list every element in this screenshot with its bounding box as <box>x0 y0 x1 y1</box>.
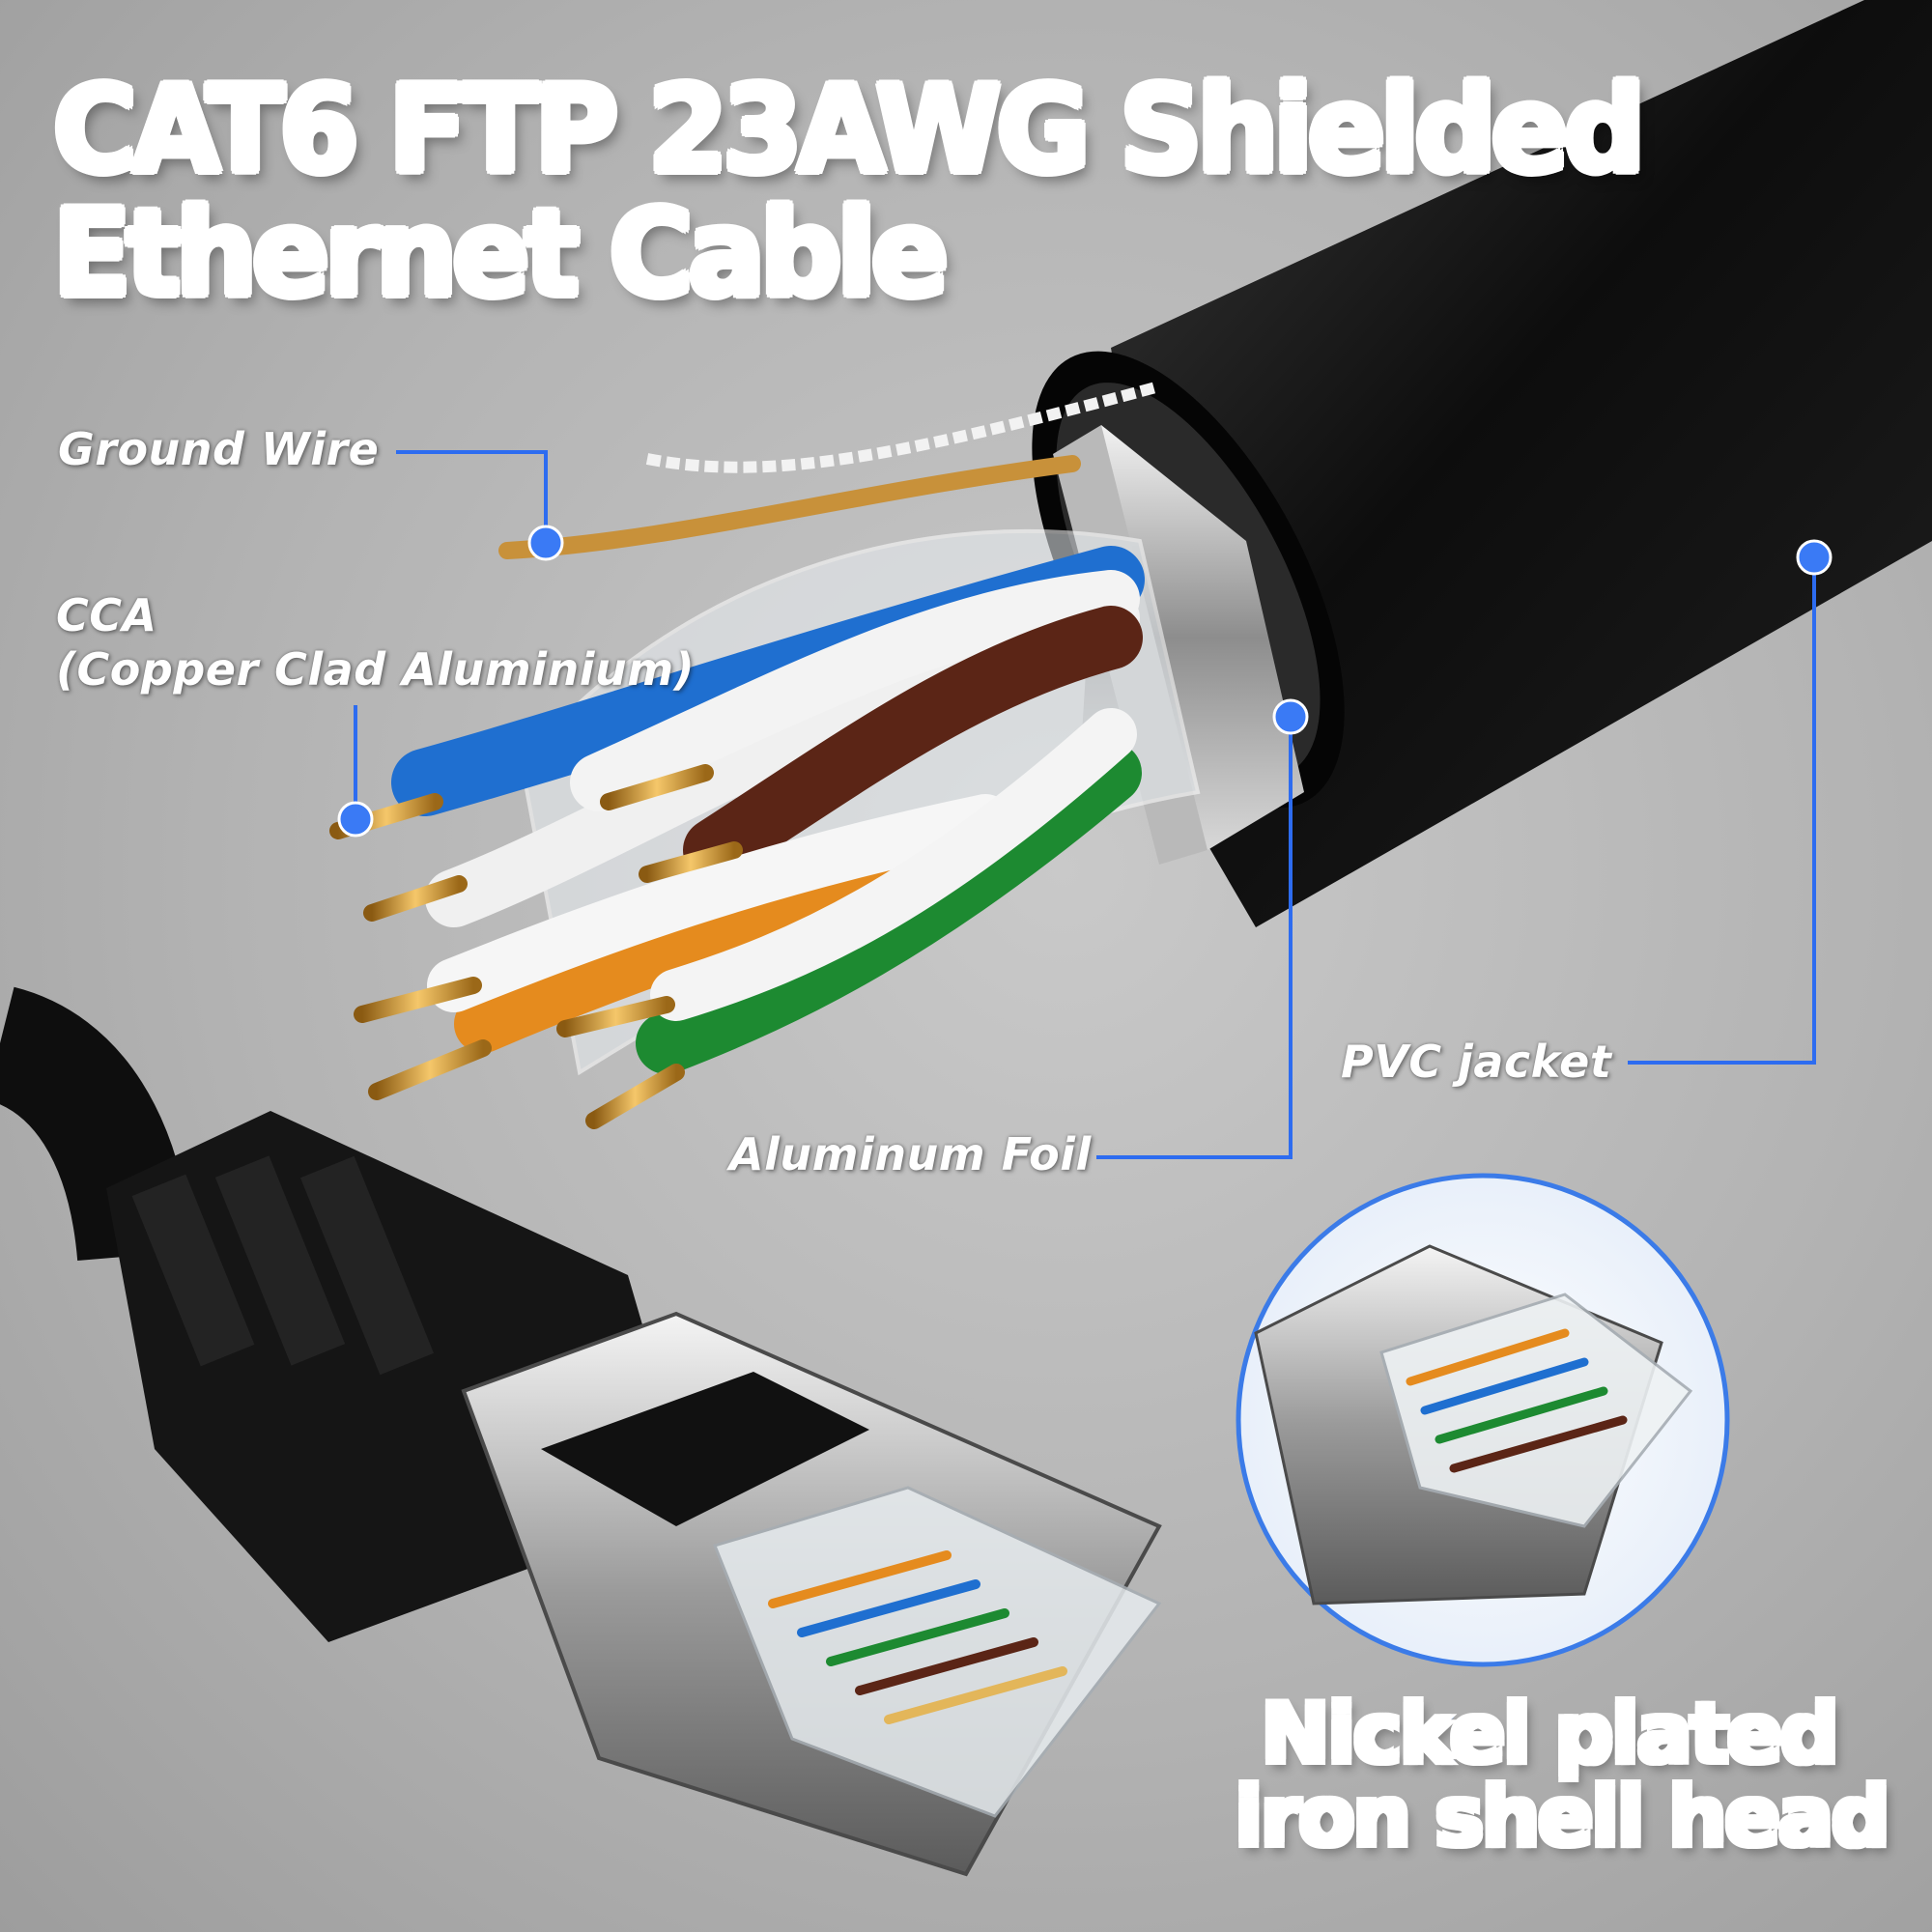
twisted-pairs <box>391 546 1145 1074</box>
inset-caption-line-2: iron shell head <box>1235 1769 1890 1865</box>
label-pvc-jacket: PVC jacket <box>1341 1036 1612 1088</box>
label-cca: CCA <box>56 589 157 641</box>
ground-wire-shape <box>498 381 1161 559</box>
label-cca-full: (Copper Clad Aluminium) <box>56 643 696 696</box>
cca-conductors <box>329 764 743 1129</box>
label-ground-wire: Ground Wire <box>58 423 380 475</box>
inset-caption-line-1: Nickel plated <box>1261 1686 1839 1782</box>
callout-cca <box>337 705 374 838</box>
callout-aluminum-foil <box>1096 698 1309 1159</box>
callout-pvc-jacket <box>1628 539 1833 1065</box>
callout-ground-wire <box>396 450 564 561</box>
rj45-connector <box>0 986 1162 1877</box>
label-aluminum-foil: Aluminum Foil <box>729 1128 1092 1180</box>
connector-closeup-inset <box>1236 1173 1730 1667</box>
title-line-2: Ethernet Cable <box>53 183 949 324</box>
title-line-1: CAT6 FTP 23AWG Shielded <box>53 59 1645 200</box>
